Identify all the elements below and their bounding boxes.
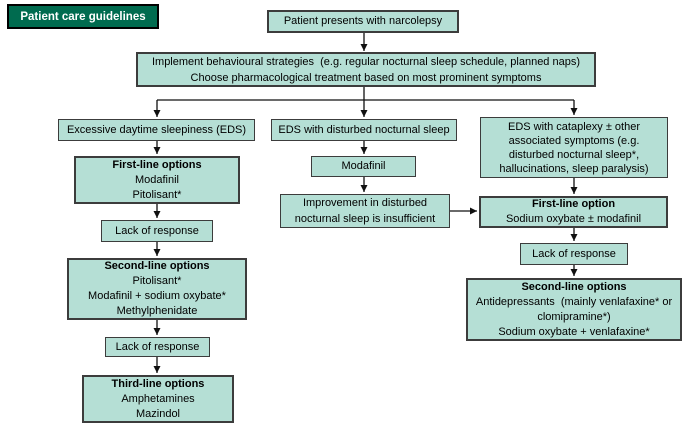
node-second-line-eds: Second-line options Pitolisant* Modafini… xyxy=(67,258,247,320)
page-title: Patient care guidelines xyxy=(7,4,159,29)
node-lack-of-response-3: Lack of response xyxy=(520,243,628,265)
node-second-line-cataplexy: Second-line options Antidepressants (mai… xyxy=(466,278,682,341)
node-eds: Excessive daytime sleepiness (EDS) xyxy=(58,119,255,141)
node-modafinil: Modafinil xyxy=(311,156,416,177)
node-third-line-eds: Third-line options Amphetamines Mazindol xyxy=(82,375,234,423)
node-eds-nocturnal: EDS with disturbed nocturnal sleep xyxy=(271,119,457,141)
node-patient-presents: Patient presents with narcolepsy xyxy=(267,10,459,33)
node-first-line-cataplexy: First-line option Sodium oxybate ± modaf… xyxy=(479,196,668,228)
node-improvement-insufficient: Improvement in disturbed nocturnal sleep… xyxy=(280,194,450,228)
node-behavioural-strategies: Implement behavioural strategies (e.g. r… xyxy=(136,52,596,87)
node-lack-of-response-1: Lack of response xyxy=(101,220,213,242)
node-first-line-eds: First-line options Modafinil Pitolisant* xyxy=(74,156,240,204)
node-lack-of-response-2: Lack of response xyxy=(105,337,210,357)
node-eds-cataplexy: EDS with cataplexy ± other associated sy… xyxy=(480,117,668,178)
